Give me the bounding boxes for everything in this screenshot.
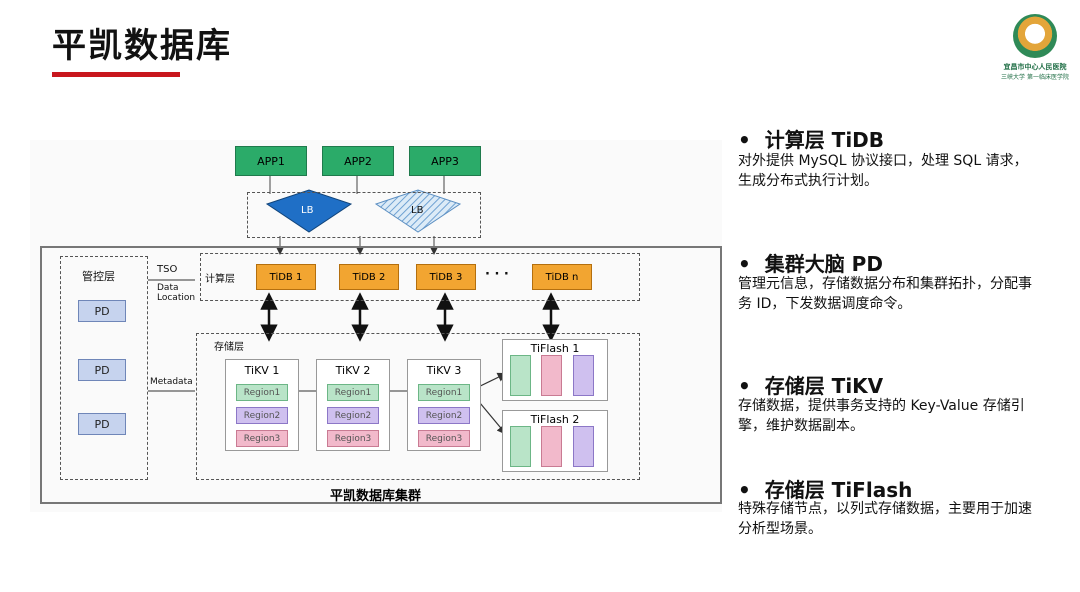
cluster-label: 平凯数据库集群 xyxy=(330,489,422,504)
column-green xyxy=(510,355,531,396)
lb-secondary-shape xyxy=(374,189,462,233)
data-location-label-1: Data xyxy=(157,283,179,293)
storage-layer-group xyxy=(196,333,640,480)
app-box-2: APP2 xyxy=(322,146,394,176)
load-balancer-group xyxy=(247,192,481,238)
lb-secondary-label: LB xyxy=(411,205,424,216)
tiflash-node-2: TiFlash 2 xyxy=(502,410,608,472)
bullet-title-pd: • 集群大脑 PD xyxy=(738,252,883,276)
cluster-container xyxy=(40,246,722,504)
title-underline xyxy=(52,72,180,77)
tikv-label: TiKV 2 xyxy=(335,364,371,377)
bullet-title-tiflash: • 存储层 TiFlash xyxy=(738,478,913,502)
tidb-ellipsis: · · · xyxy=(485,267,509,282)
bullet-desc-tiflash: 特殊存储节点，以列式存储数据，主要用于加速分析型场景。 xyxy=(738,501,1032,537)
region-3: Region3 xyxy=(418,430,470,447)
pd-node-1: PD xyxy=(78,300,126,322)
tidb-node-1: TiDB 1 xyxy=(256,264,316,290)
control-layer-group xyxy=(60,256,148,480)
tiflash-label: TiFlash 1 xyxy=(530,342,580,355)
tso-label: TSO xyxy=(157,264,178,275)
bullet-title-text: 存储层 TiFlash xyxy=(764,478,913,502)
tidb-node-3: TiDB 3 xyxy=(416,264,476,290)
region-2: Region2 xyxy=(418,407,470,424)
region-2: Region2 xyxy=(236,407,288,424)
bullet-title-text: 存储层 TiKV xyxy=(764,374,884,398)
lb-primary-label: LB xyxy=(301,205,314,216)
tikv-node-3: TiKV 3 Region1 Region2 Region3 xyxy=(407,359,481,451)
app-box-3: APP3 xyxy=(409,146,481,176)
app-box-1: APP1 xyxy=(235,146,307,176)
region-2: Region2 xyxy=(327,407,379,424)
architecture-diagram: APP1 APP2 APP3 LB LB 平凯数据库集群 管控层 PD PD P… xyxy=(30,140,722,512)
compute-layer-group xyxy=(200,253,640,301)
tidb-node-2: TiDB 2 xyxy=(339,264,399,290)
diagram-connectors xyxy=(148,174,560,435)
pd-node-3: PD xyxy=(78,413,126,435)
region-3: Region3 xyxy=(236,430,288,447)
tidb-node-n: TiDB n xyxy=(532,264,592,290)
hospital-logo: 宜昌市中心人民医院 三峡大学 第一临床医学院 xyxy=(1000,12,1070,82)
bullet-desc-tikv: 存储数据，提供事务支持的 Key-Value 存储引擎，维护数据副本。 xyxy=(738,398,1025,434)
logo-text-college: 三峡大学 第一临床医学院 xyxy=(1001,74,1069,81)
region-1: Region1 xyxy=(236,384,288,401)
control-layer-label: 管控层 xyxy=(82,270,115,283)
metadata-label: Metadata xyxy=(150,377,193,387)
bullet-title-text: 集群大脑 PD xyxy=(764,252,883,276)
tikv-label: TiKV 1 xyxy=(244,364,280,377)
logo-text-hospital: 宜昌市中心人民医院 xyxy=(1003,63,1067,71)
tikv-label: TiKV 3 xyxy=(426,364,462,377)
pd-node-2: PD xyxy=(78,359,126,381)
data-location-label-2: Location xyxy=(157,293,196,303)
column-pink xyxy=(541,426,562,467)
storage-layer-label: 存储层 xyxy=(214,342,244,353)
column-pink xyxy=(541,355,562,396)
tikv-node-2: TiKV 2 Region1 Region2 Region3 xyxy=(316,359,390,451)
page-title: 平凯数据库 xyxy=(52,26,232,66)
bullet-desc-pd: 管理元信息，存储数据分布和集群拓扑，分配事务 ID，下发数据调度命令。 xyxy=(738,276,1032,312)
logo-emblem-icon xyxy=(1013,14,1057,58)
region-1: Region1 xyxy=(418,384,470,401)
column-green xyxy=(510,426,531,467)
tikv-node-1: TiKV 1 Region1 Region2 Region3 xyxy=(225,359,299,451)
tiflash-label: TiFlash 2 xyxy=(530,413,580,426)
compute-layer-label: 计算层 xyxy=(205,274,235,285)
lb-primary-shape xyxy=(265,189,353,233)
tiflash-node-1: TiFlash 1 xyxy=(502,339,608,401)
bullet-desc-tidb: 对外提供 MySQL 协议接口，处理 SQL 请求，生成分布式执行计划。 xyxy=(738,153,1028,189)
column-purple xyxy=(573,426,594,467)
bullet-title-tikv: • 存储层 TiKV xyxy=(738,374,884,398)
bullet-title-tidb: • 计算层 TiDB xyxy=(738,128,885,152)
bullet-title-text: 计算层 TiDB xyxy=(764,128,885,152)
column-purple xyxy=(573,355,594,396)
region-1: Region1 xyxy=(327,384,379,401)
region-3: Region3 xyxy=(327,430,379,447)
